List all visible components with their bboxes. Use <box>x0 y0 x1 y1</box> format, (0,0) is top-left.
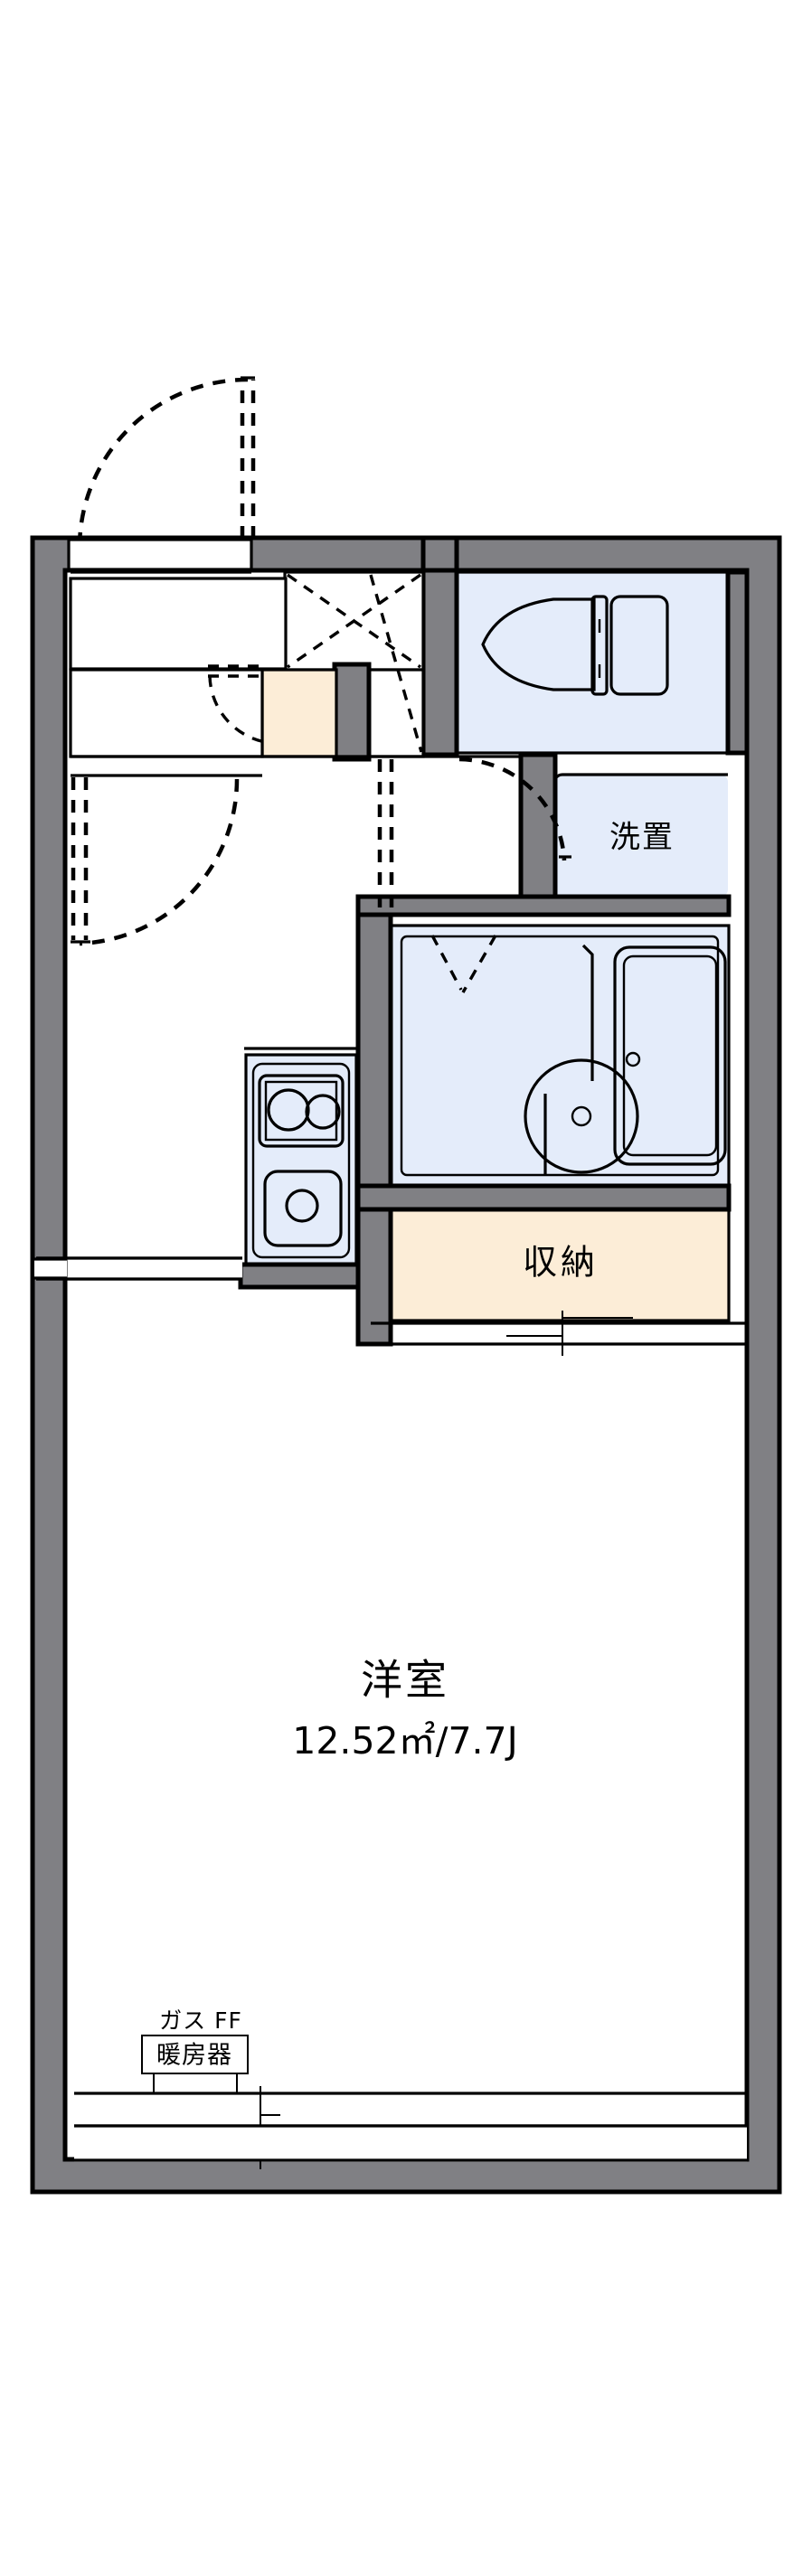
shoe-cabinet <box>283 570 425 672</box>
storage-label: 収納 <box>523 1243 599 1283</box>
kitchen-sink <box>263 1170 343 1247</box>
toilet-room <box>455 570 730 755</box>
genkan-wall <box>332 662 372 762</box>
hallway-lower-left <box>69 668 264 758</box>
main-room-area: 12.52㎡/7.7J <box>292 1719 517 1763</box>
side-window-opening <box>34 1257 67 1280</box>
bathroom <box>389 924 731 1188</box>
toilet-door <box>377 757 571 913</box>
laundry-area: 洗置 <box>552 773 728 897</box>
genkan-inner-door <box>208 664 272 745</box>
laundry-left-wall <box>518 752 558 902</box>
kitchen-base-wall <box>238 1262 361 1290</box>
bath-left-wall <box>355 910 393 1189</box>
main-room-label-group: 洋室 12.52㎡/7.7J <box>292 1656 517 1763</box>
bath-top-wall <box>355 894 732 917</box>
gas-ff-note: ガス FF <box>159 2007 242 2034</box>
genkan-closet-diagonal <box>364 574 425 758</box>
closet-door <box>371 1311 747 1356</box>
toilet-right-jamb <box>725 569 750 756</box>
main-room-name: 洋室 <box>361 1656 449 1705</box>
storage-top-wall <box>355 1183 732 1212</box>
corridor-partition <box>71 755 521 777</box>
entrance-step <box>260 668 338 758</box>
toilet-bowl <box>481 595 669 696</box>
entrance-wall-opening <box>67 538 253 571</box>
room-door <box>71 777 240 946</box>
kitchen-unit <box>244 1047 358 1266</box>
storage-closet: 収納 <box>389 1207 731 1322</box>
wash-basin <box>524 944 639 1175</box>
laundry-label: 洗置 <box>609 820 675 856</box>
gas-stove <box>258 1074 345 1148</box>
gas-ff-heater: ガス FF 暖房器 <box>141 2007 249 2094</box>
balcony-wall-opening <box>74 2124 747 2162</box>
bath-door <box>430 935 497 993</box>
hallway-upper-area <box>69 577 288 671</box>
side-window <box>36 1256 242 1281</box>
bathtub <box>613 945 727 1166</box>
heater-label: 暖房器 <box>156 2042 232 2070</box>
